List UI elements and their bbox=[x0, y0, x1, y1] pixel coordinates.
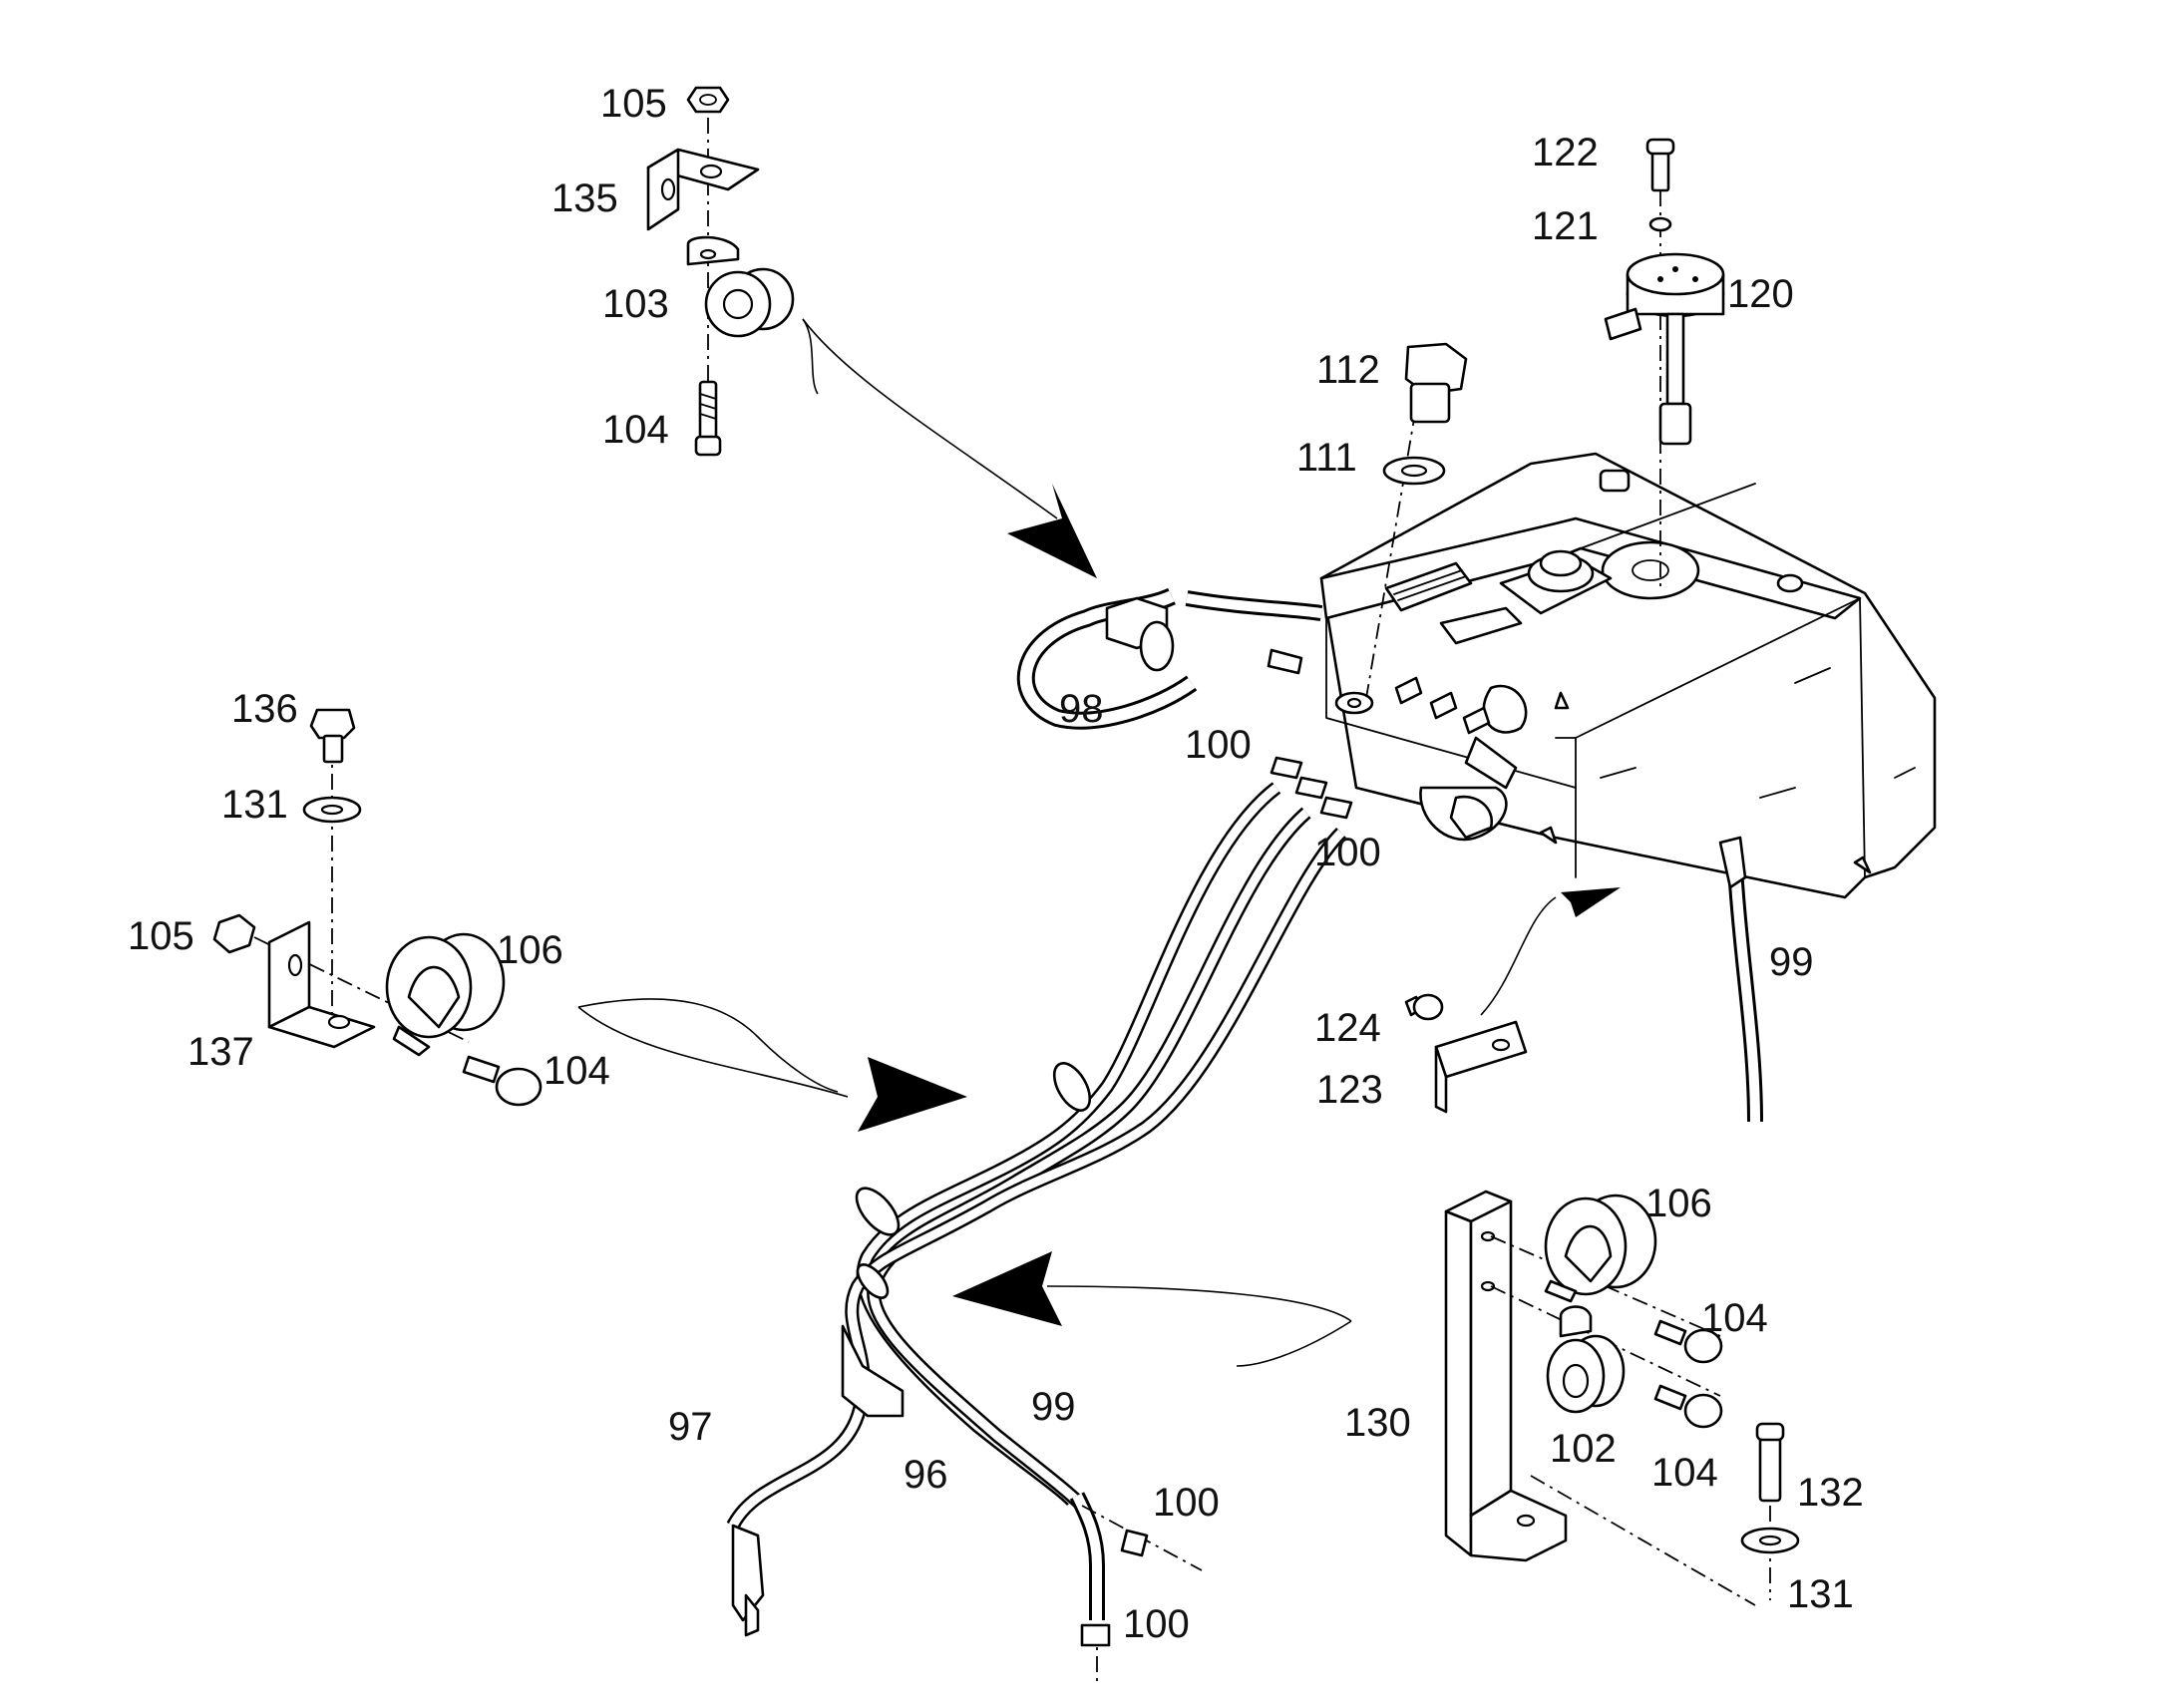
detail-left bbox=[212, 708, 967, 1132]
callout-103: 103 bbox=[602, 282, 669, 326]
callout-135: 135 bbox=[551, 176, 618, 220]
callout-132: 132 bbox=[1797, 1471, 1864, 1515]
detail-top-left bbox=[646, 86, 1097, 578]
callout-130: 130 bbox=[1344, 1401, 1411, 1445]
callout-98: 98 bbox=[1059, 687, 1104, 731]
callout-120: 120 bbox=[1727, 272, 1794, 316]
callout-111: 111 bbox=[1296, 436, 1357, 480]
detail-plate bbox=[1404, 993, 1528, 1114]
callout-106-right: 106 bbox=[1645, 1182, 1712, 1225]
callout-131-left: 131 bbox=[221, 783, 288, 827]
callout-123: 123 bbox=[1316, 1068, 1383, 1112]
callout-100-a: 100 bbox=[1185, 723, 1252, 767]
callout-121: 121 bbox=[1532, 204, 1599, 248]
callout-97: 97 bbox=[668, 1405, 713, 1449]
detail-right bbox=[952, 887, 1800, 1606]
callout-100-b: 100 bbox=[1314, 831, 1381, 874]
callout-131-right: 131 bbox=[1787, 1572, 1854, 1616]
callout-99-top: 99 bbox=[1769, 940, 1814, 984]
callout-104-right-a: 104 bbox=[1701, 1296, 1768, 1340]
callout-137: 137 bbox=[187, 1030, 254, 1074]
detail-top-right bbox=[1334, 138, 1725, 715]
callout-104-top: 104 bbox=[602, 408, 669, 452]
clamps-group bbox=[1105, 596, 1491, 820]
callout-106-left: 106 bbox=[497, 928, 563, 972]
callout-96: 96 bbox=[904, 1453, 948, 1497]
hose-end-fittings bbox=[731, 1505, 1203, 1685]
hose-bundle bbox=[726, 587, 1763, 1620]
callout-102: 102 bbox=[1550, 1427, 1617, 1471]
callout-122: 122 bbox=[1532, 131, 1599, 174]
callout-105-left: 105 bbox=[128, 914, 194, 958]
callout-104-left: 104 bbox=[544, 1049, 610, 1093]
callout-136: 136 bbox=[231, 687, 298, 731]
callout-100-c: 100 bbox=[1153, 1481, 1220, 1525]
callout-labels: 105 135 103 104 122 121 120 112 111 98 1… bbox=[128, 82, 1864, 1646]
callout-112: 112 bbox=[1316, 348, 1380, 392]
callout-100-d: 100 bbox=[1123, 1602, 1190, 1646]
callout-104-right-b: 104 bbox=[1651, 1451, 1718, 1495]
main-housing bbox=[1319, 452, 1937, 899]
callout-105-top: 105 bbox=[600, 82, 667, 126]
callout-99-bottom: 99 bbox=[1031, 1385, 1076, 1429]
callout-124: 124 bbox=[1314, 1006, 1381, 1050]
